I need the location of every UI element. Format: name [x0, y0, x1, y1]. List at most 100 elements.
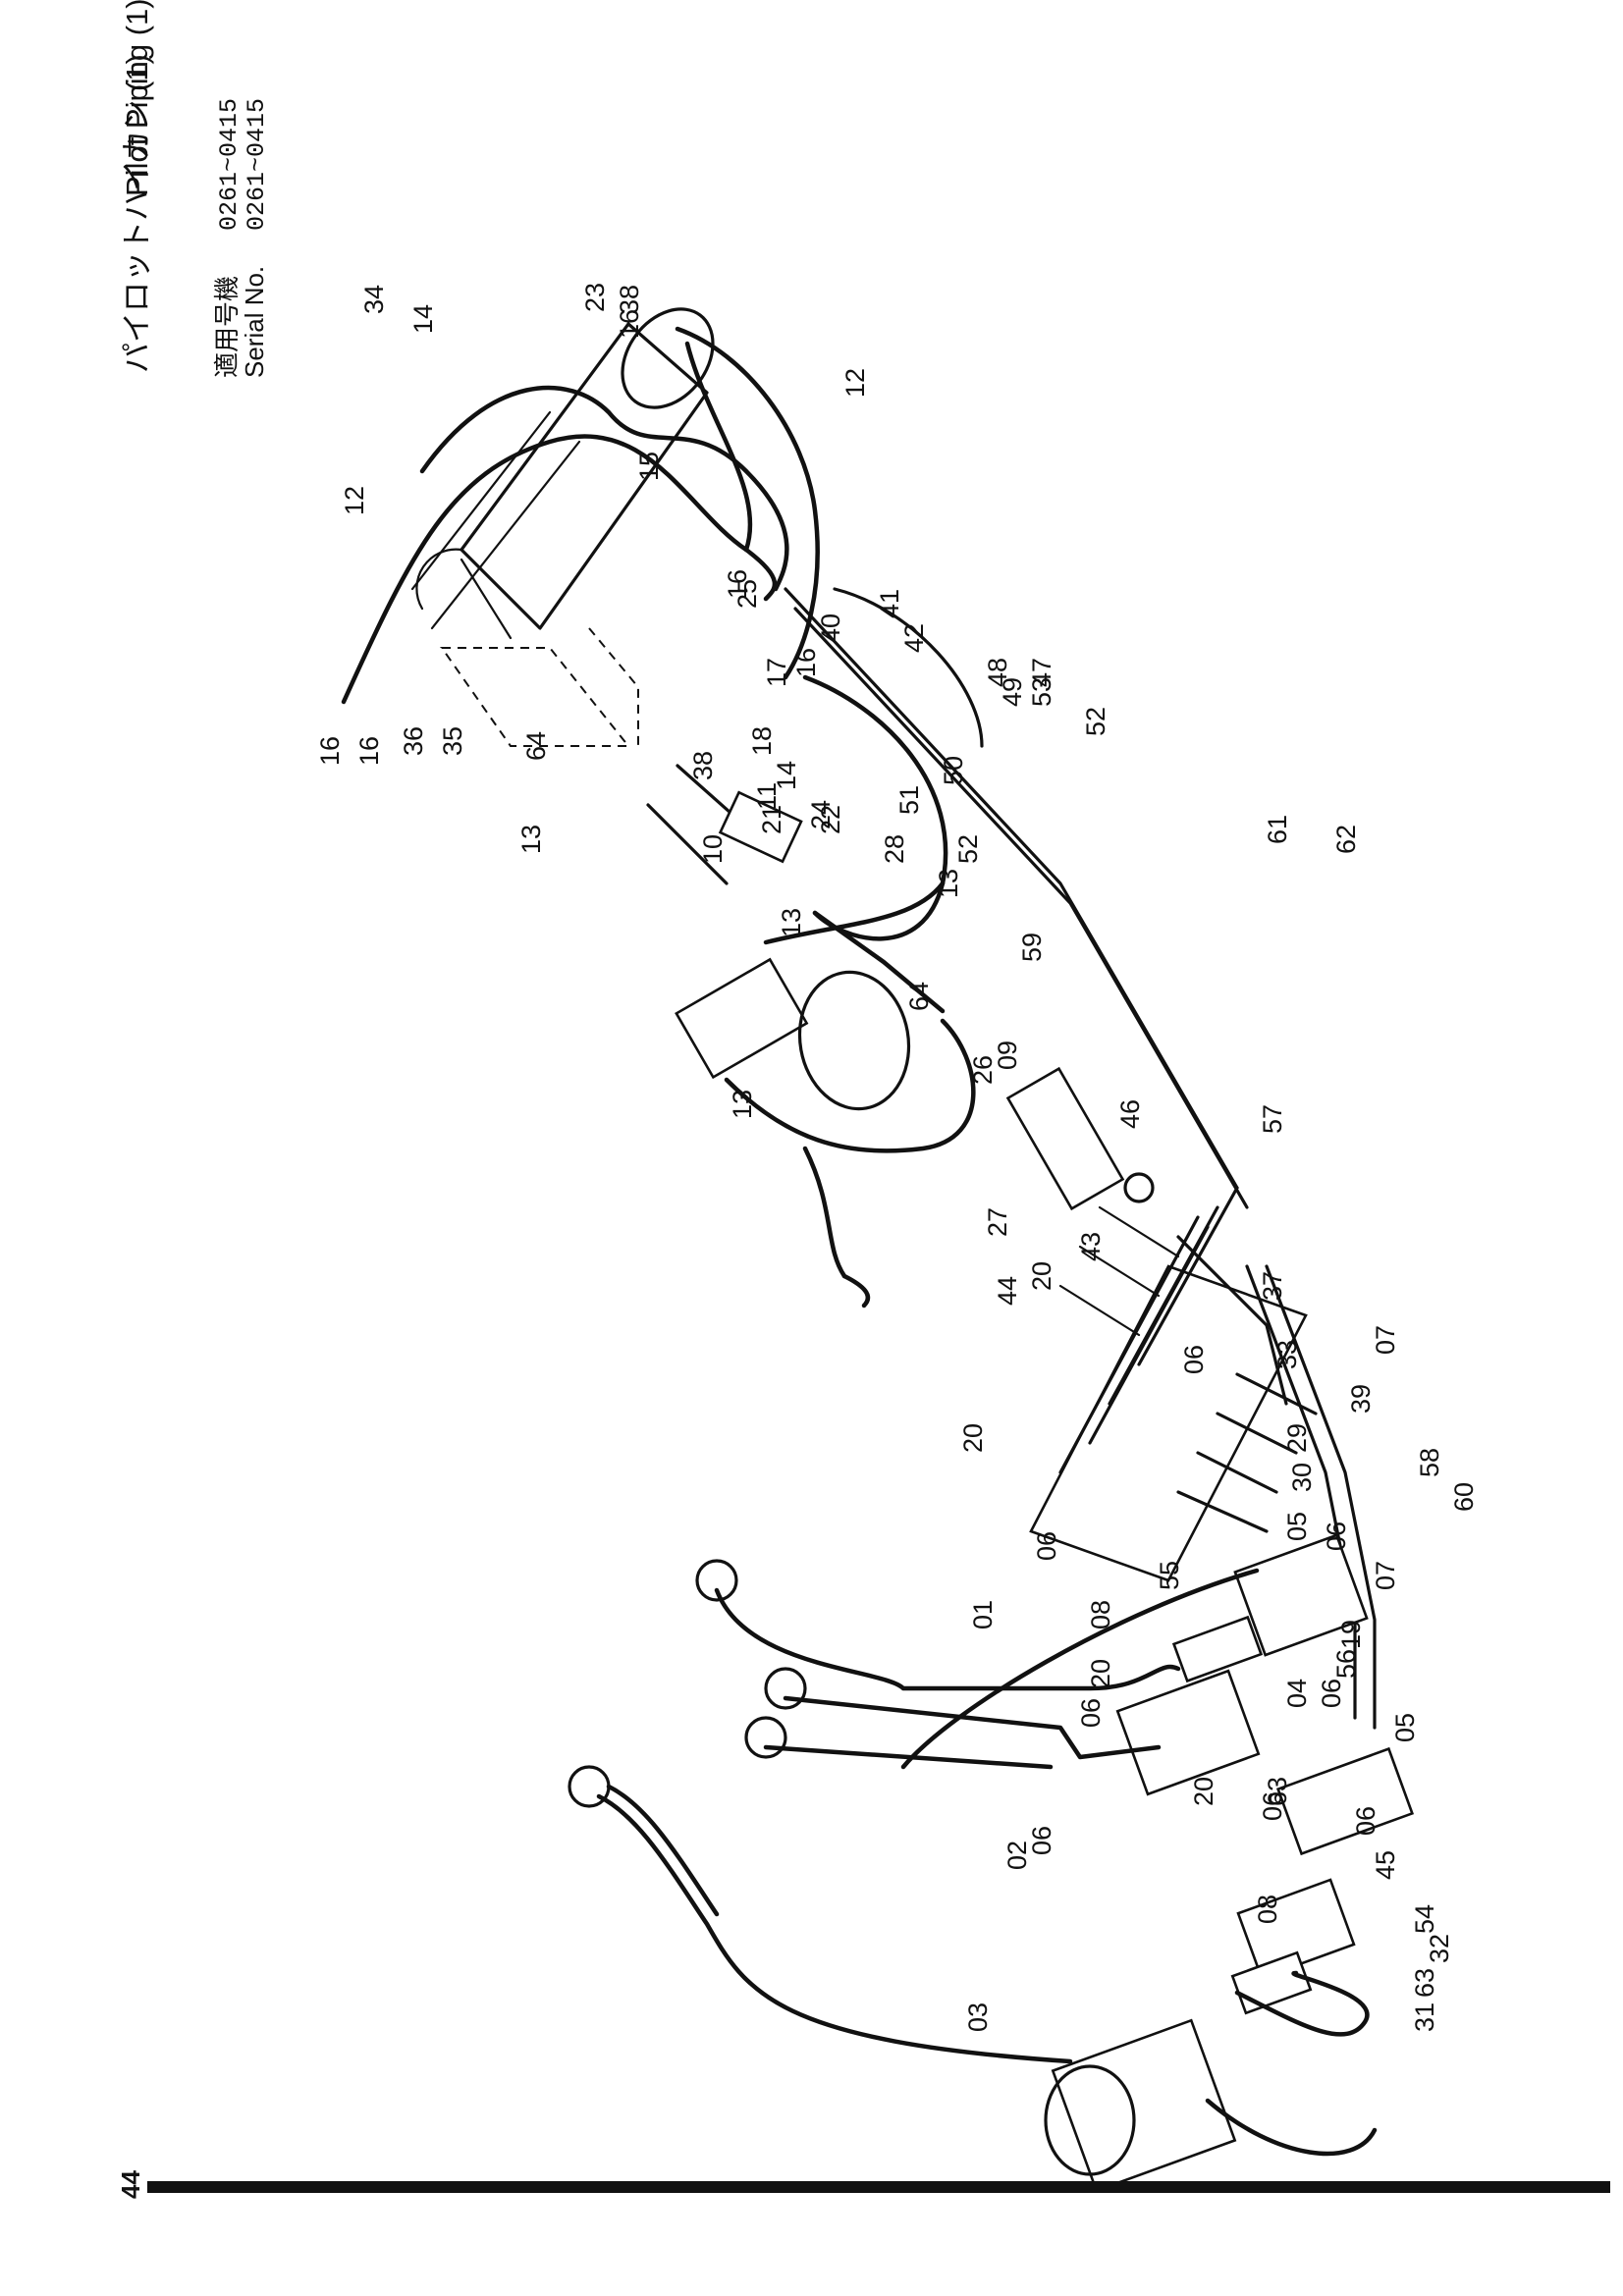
callout-39: 39: [1346, 1384, 1376, 1414]
callout-06: 06: [1351, 1806, 1380, 1836]
callout-10: 10: [698, 834, 728, 864]
callout-33: 33: [1272, 1340, 1302, 1369]
callout-17: 17: [762, 658, 791, 687]
callout-52: 52: [1081, 707, 1110, 736]
callout-20: 20: [1086, 1659, 1115, 1688]
applicable-units-label: 適用号機: [212, 276, 242, 378]
callout-03: 03: [963, 2002, 993, 2032]
callout-63: 63: [1410, 1968, 1439, 1998]
callout-41: 41: [875, 589, 904, 618]
callout-12: 12: [340, 486, 369, 515]
callout-58: 58: [1415, 1448, 1444, 1477]
callout-13: 13: [516, 825, 546, 854]
callout-25: 25: [732, 579, 762, 609]
callout-14: 14: [408, 304, 438, 334]
callout-63: 63: [1263, 1777, 1292, 1806]
callout-06: 06: [1076, 1698, 1106, 1728]
callout-37: 37: [1258, 1271, 1287, 1301]
callout-23: 23: [580, 283, 610, 312]
callout-07: 07: [1371, 1561, 1400, 1590]
callout-14: 14: [772, 761, 801, 790]
callout-53: 53: [1027, 677, 1056, 707]
callout-31: 31: [1410, 2002, 1439, 2032]
callout-13: 13: [728, 1090, 757, 1119]
callout-45: 45: [1371, 1850, 1400, 1880]
callout-16: 16: [354, 736, 384, 766]
callout-19: 19: [1336, 1620, 1366, 1649]
callout-38: 38: [615, 285, 644, 314]
callout-15: 15: [634, 452, 664, 481]
callout-08: 08: [1253, 1895, 1282, 1924]
callout-13: 13: [934, 869, 963, 898]
callout-16: 16: [615, 309, 644, 339]
callout-47: 47: [1027, 658, 1056, 687]
callout-27: 27: [983, 1207, 1012, 1237]
callout-18: 18: [747, 726, 777, 756]
callout-22: 22: [816, 805, 845, 834]
callout-64: 64: [521, 731, 551, 761]
callout-20: 20: [1189, 1777, 1218, 1806]
callout-01: 01: [968, 1600, 998, 1629]
callout-13: 13: [777, 908, 806, 937]
callout-57: 57: [1258, 1104, 1287, 1134]
callout-34: 34: [359, 285, 389, 314]
callout-12: 12: [840, 368, 870, 398]
callout-46: 46: [1115, 1099, 1145, 1129]
callout-05: 05: [1390, 1713, 1420, 1742]
callout-30: 30: [1287, 1463, 1317, 1492]
callout-56: 56: [1331, 1649, 1361, 1679]
callout-02: 02: [1002, 1841, 1032, 1870]
callout-06: 06: [1032, 1531, 1061, 1561]
callout-55: 55: [1155, 1561, 1184, 1590]
callout-04: 04: [1282, 1679, 1312, 1708]
callout-64: 64: [904, 982, 934, 1011]
callout-49: 49: [998, 677, 1027, 707]
callout-06: 06: [1322, 1522, 1351, 1551]
callout-44: 44: [993, 1276, 1022, 1306]
callout-20: 20: [1027, 1261, 1056, 1291]
bottom-rule: [147, 2181, 1610, 2193]
callout-48: 48: [983, 658, 1012, 687]
serial-no-label: Serial No.: [240, 266, 269, 378]
hose-61-62: [802, 1146, 871, 1308]
callout-21: 21: [757, 805, 786, 834]
callout-35: 35: [438, 726, 467, 756]
serial-range-1: 0261~0415: [215, 98, 243, 231]
callout-36: 36: [399, 726, 428, 756]
callout-labels: 0102030405050606060606060606070708080910…: [315, 283, 1479, 2032]
callout-42: 42: [899, 623, 929, 653]
callout-62: 62: [1331, 825, 1361, 854]
center-valve-assembly: [646, 764, 976, 1153]
pilot-hoses-upper: [341, 326, 1249, 1209]
callout-08: 08: [1086, 1600, 1115, 1629]
callout-52: 52: [953, 834, 983, 864]
page-number: 44: [116, 2170, 145, 2199]
callout-59: 59: [1017, 933, 1047, 962]
callout-06: 06: [1027, 1826, 1056, 1855]
callout-16: 16: [791, 648, 821, 677]
control-levers: [568, 1559, 1378, 2157]
callout-09: 09: [993, 1041, 1022, 1070]
control-valve-bank: [1029, 1186, 1318, 1582]
callout-28: 28: [880, 834, 909, 864]
callout-50: 50: [939, 756, 968, 785]
callout-20: 20: [958, 1423, 988, 1453]
callout-38: 38: [688, 751, 718, 780]
callout-11: 11: [752, 782, 782, 810]
title-japanese: パイロットハイカン (1): [120, 54, 154, 373]
callout-60: 60: [1449, 1482, 1479, 1512]
callout-26: 26: [968, 1055, 998, 1085]
callout-51: 51: [894, 785, 924, 815]
title-english: Pilot Piping (1): [120, 0, 154, 196]
callout-16: 16: [723, 569, 752, 599]
callout-07: 07: [1371, 1325, 1400, 1355]
cylinder-assembly: [410, 307, 715, 747]
callout-29: 29: [1282, 1423, 1312, 1453]
serial-range-2: 0261~0415: [243, 98, 271, 231]
callout-32: 32: [1425, 1934, 1454, 1963]
callout-54: 54: [1410, 1904, 1439, 1934]
callout-06: 06: [1317, 1679, 1346, 1708]
